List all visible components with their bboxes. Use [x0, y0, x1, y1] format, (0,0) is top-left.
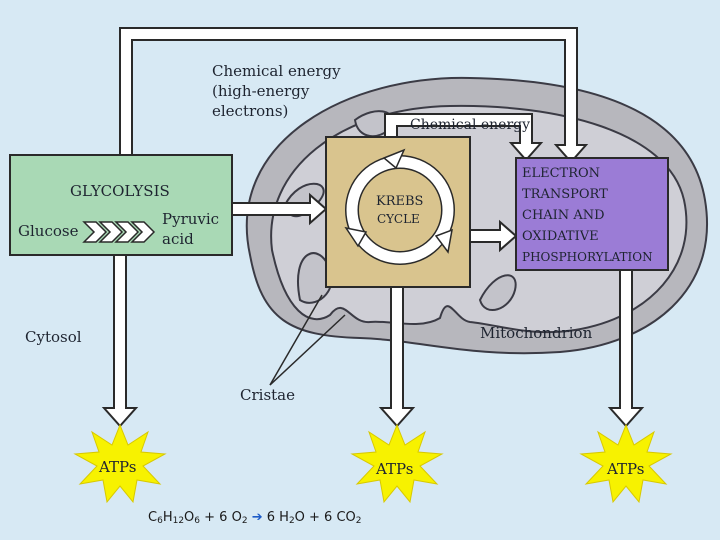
etc-box — [515, 157, 669, 271]
krebs-label-line2: CYCLE — [377, 212, 420, 226]
chemical-energy-label-line2: (high-energy — [212, 82, 310, 100]
eq-o: O — [184, 510, 195, 525]
atp-burst-middle — [350, 423, 444, 504]
eq-h: H — [162, 510, 173, 525]
etc-label-line5: PHOSPHORYLATION — [522, 250, 653, 264]
atp-burst-right — [579, 423, 673, 504]
cytosol-label: Cytosol — [25, 328, 82, 346]
glucose-label: Glucose — [18, 222, 79, 240]
eq-oxygen: + 6 O — [204, 510, 242, 525]
top-energy-arrow — [119, 27, 589, 164]
etc-label-line3: CHAIN AND — [522, 208, 605, 223]
atp-arrow-right — [607, 269, 645, 428]
cristae-label: Cristae — [240, 386, 295, 404]
cristae-pointer-lines — [269, 294, 346, 386]
etc-label-line2: TRANSPORT — [522, 187, 608, 202]
crista-fold-3 — [478, 274, 517, 311]
eq-co2-sub: 2 — [355, 516, 362, 526]
eq-water: 6 H — [266, 510, 289, 525]
atp-label-left: ATPs — [98, 458, 136, 476]
etc-label-line4: OXIDATIVE — [522, 229, 599, 244]
chemical-energy-inner-label: Chemical energy — [410, 117, 530, 133]
etc-label-line1: ELECTRON — [522, 166, 600, 181]
eq-c: C — [148, 510, 158, 525]
chemical-energy-label-line1: Chemical energy — [212, 62, 341, 80]
pyruvic-acid-label-line2: acid — [162, 230, 194, 248]
atp-label-right: ATPs — [606, 460, 644, 478]
atp-label-middle: ATPs — [375, 460, 413, 478]
pyruvic-acid-label-line1: Pyruvic — [162, 210, 219, 228]
glycolysis-label: GLYCOLYSIS — [70, 182, 170, 200]
respiration-equation: C6H12O6 + 6 O2 ➔ 6 H2O + 6 CO2 — [148, 510, 408, 530]
atp-arrow-left — [101, 254, 139, 428]
chemical-energy-label-line3: electrons) — [212, 102, 288, 120]
eq-oxygen-sub: 2 — [241, 516, 248, 526]
krebs-cycle-ring — [344, 148, 455, 265]
atp-burst-left — [73, 423, 167, 504]
glucose-chevron-arrow — [82, 221, 156, 243]
eq-o-sub: 6 — [194, 516, 201, 526]
atp-arrow-middle — [378, 286, 416, 428]
eq-water-sub: 2 — [288, 516, 295, 526]
krebs-to-etc-arrow — [469, 219, 518, 253]
pyruvate-to-krebs-arrow — [231, 192, 328, 226]
krebs-label-line1: KREBS — [376, 194, 423, 209]
eq-co2: O + 6 CO — [294, 510, 356, 525]
eq-arrow-icon: ➔ — [251, 510, 263, 525]
eq-c-sub: 6 — [157, 516, 163, 526]
inner-energy-arrow — [384, 113, 544, 162]
mitochondrion-label: Mitochondrion — [480, 324, 593, 342]
eq-h-sub: 12 — [172, 516, 185, 526]
